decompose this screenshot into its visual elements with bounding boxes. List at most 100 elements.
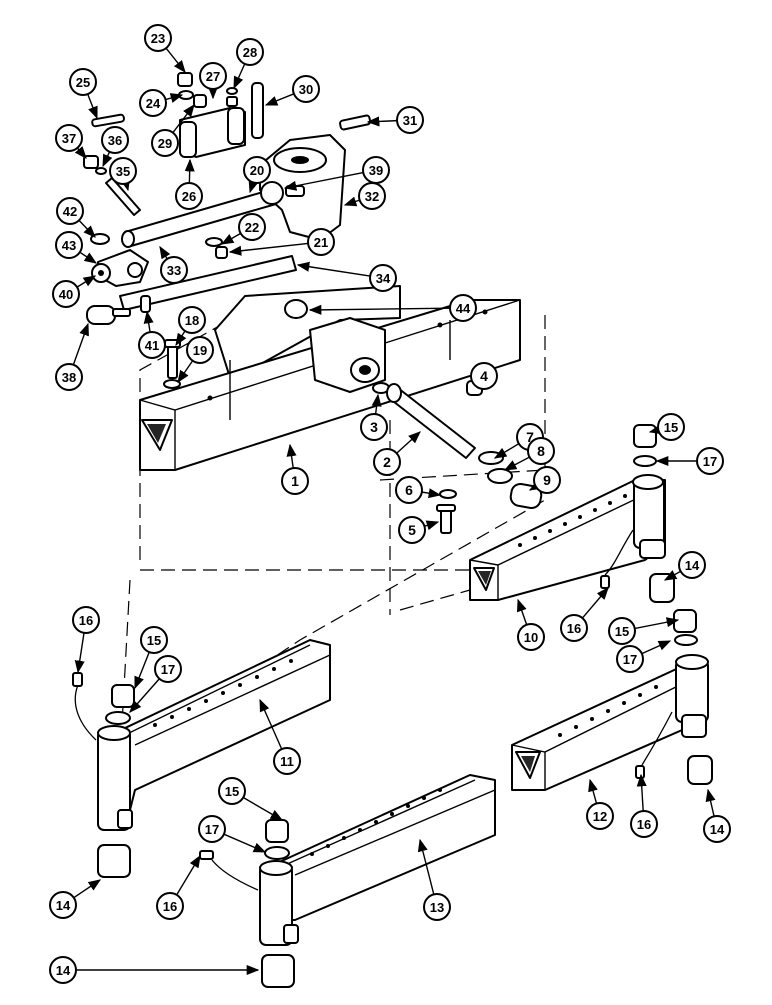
callout-31: 31 bbox=[397, 107, 423, 133]
leader-arrow-33 bbox=[160, 247, 167, 259]
callout-18: 18 bbox=[179, 307, 205, 333]
callout-32: 32 bbox=[359, 183, 385, 209]
leader-arrow-17 bbox=[642, 641, 670, 654]
bush-27 bbox=[227, 97, 237, 106]
leader-arrow-31 bbox=[368, 121, 397, 122]
leader-arrow-25 bbox=[88, 94, 97, 118]
bush-14-c bbox=[688, 756, 712, 784]
callout-number: 19 bbox=[193, 343, 207, 358]
callout-number: 39 bbox=[369, 163, 383, 178]
leader-arrow-22 bbox=[222, 233, 241, 244]
callout-3: 3 bbox=[361, 414, 387, 440]
callout-2: 2 bbox=[374, 449, 400, 475]
callout-17: 17 bbox=[155, 656, 181, 682]
ring-17-c bbox=[675, 635, 697, 645]
leader-arrow-32 bbox=[345, 200, 360, 205]
pivot-pin-2 bbox=[389, 388, 475, 458]
callout-number: 21 bbox=[314, 235, 328, 250]
grease-fitting-16-c bbox=[636, 766, 644, 778]
callout-number: 23 bbox=[151, 31, 165, 46]
callout-number: 40 bbox=[59, 287, 73, 302]
callout-number: 3 bbox=[370, 419, 378, 435]
leader-arrow-15 bbox=[243, 798, 282, 820]
callout-number: 24 bbox=[146, 96, 161, 111]
callout-17: 17 bbox=[617, 646, 643, 672]
callout-44: 44 bbox=[450, 295, 476, 321]
callout-number: 43 bbox=[62, 238, 76, 253]
leader-arrow-36 bbox=[103, 152, 110, 166]
callout-42: 42 bbox=[57, 198, 83, 224]
leader-arrow-40 bbox=[77, 276, 95, 287]
callout-11: 11 bbox=[274, 748, 300, 774]
callout-28: 28 bbox=[237, 39, 263, 65]
bush-29 bbox=[194, 95, 206, 107]
callout-number: 37 bbox=[62, 131, 76, 146]
pivot-pin-30 bbox=[252, 83, 263, 138]
callout-number: 42 bbox=[63, 204, 77, 219]
callout-17: 17 bbox=[697, 448, 723, 474]
callout-number: 29 bbox=[158, 136, 172, 151]
callout-14: 14 bbox=[679, 552, 705, 578]
callout-24: 24 bbox=[140, 90, 166, 116]
callout-number: 16 bbox=[637, 817, 651, 832]
pin-2-end bbox=[387, 384, 401, 402]
callout-number: 28 bbox=[243, 45, 257, 60]
leader-arrow-16 bbox=[641, 775, 643, 811]
callout-number: 15 bbox=[225, 784, 239, 799]
callout-number: 30 bbox=[299, 82, 313, 97]
callout-number: 15 bbox=[664, 420, 678, 435]
callout-number: 15 bbox=[615, 624, 629, 639]
callout-number: 20 bbox=[250, 163, 264, 178]
callout-13: 13 bbox=[424, 894, 450, 920]
callout-number: 4 bbox=[480, 368, 488, 384]
leader-arrow-6 bbox=[422, 492, 440, 495]
callout-8: 8 bbox=[528, 438, 554, 464]
extension-11-body bbox=[100, 640, 330, 810]
bush-15-b bbox=[112, 685, 134, 707]
leader-arrow-38 bbox=[73, 324, 88, 365]
bracket-26-boss bbox=[228, 108, 244, 144]
callout-9: 9 bbox=[534, 467, 560, 493]
callout-number: 17 bbox=[161, 662, 175, 677]
callout-26: 26 bbox=[176, 183, 202, 209]
callout-16: 16 bbox=[631, 811, 657, 837]
callout-number: 18 bbox=[185, 313, 199, 328]
callout-number: 36 bbox=[108, 133, 122, 148]
frame-hole-44 bbox=[285, 300, 307, 318]
leader-arrow-2 bbox=[397, 432, 420, 453]
callout-41: 41 bbox=[139, 332, 165, 358]
callout-number: 12 bbox=[593, 809, 607, 824]
callout-number: 14 bbox=[685, 558, 700, 573]
callout-33: 33 bbox=[161, 257, 187, 283]
leader-arrow-14 bbox=[708, 790, 714, 816]
seal-8 bbox=[488, 469, 512, 483]
callout-number: 17 bbox=[205, 822, 219, 837]
grease-fitting-16-b bbox=[73, 673, 82, 686]
callout-35: 35 bbox=[110, 158, 136, 184]
callout-number: 38 bbox=[62, 370, 76, 385]
callout-number: 32 bbox=[365, 189, 379, 204]
callout-4: 4 bbox=[471, 363, 497, 389]
callout-20: 20 bbox=[244, 157, 270, 183]
callout-number: 44 bbox=[456, 301, 471, 316]
callout-number: 10 bbox=[524, 630, 538, 645]
callout-number: 22 bbox=[245, 220, 259, 235]
leader-arrow-26 bbox=[189, 160, 190, 183]
callout-number: 13 bbox=[430, 900, 444, 915]
callout-number: 2 bbox=[383, 454, 391, 470]
callout-number: 14 bbox=[56, 963, 71, 978]
ring-17-b bbox=[106, 712, 130, 724]
callout-number: 16 bbox=[567, 621, 581, 636]
callout-39: 39 bbox=[363, 157, 389, 183]
ball-joint-38-stud bbox=[113, 309, 130, 316]
callout-number: 5 bbox=[408, 522, 416, 538]
ring-17-d bbox=[265, 847, 289, 859]
callout-25: 25 bbox=[70, 69, 96, 95]
leader-arrow-15 bbox=[635, 620, 678, 628]
callout-number: 25 bbox=[76, 75, 90, 90]
leader-arrow-41 bbox=[147, 312, 150, 332]
leader-arrow-42 bbox=[79, 220, 95, 237]
callout-number: 16 bbox=[163, 899, 177, 914]
ball-joint-39 bbox=[261, 182, 283, 204]
nut-21 bbox=[216, 247, 227, 258]
